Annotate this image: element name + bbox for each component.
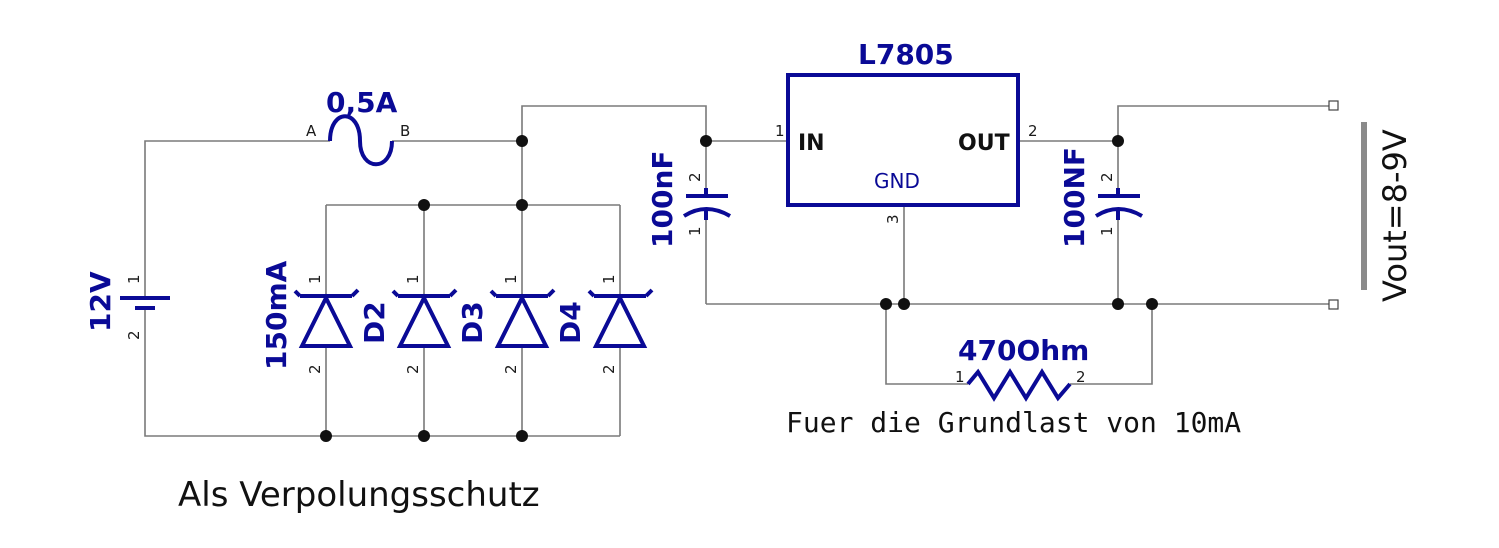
capacitor-output-pin-1: 1 (1098, 226, 1116, 236)
capacitor-output-pin-2: 2 (1098, 172, 1116, 182)
battery-pin-2: 2 (125, 330, 143, 340)
diode-2-pin-2: 2 (404, 364, 422, 374)
resistor-pin-1: 1 (955, 368, 965, 386)
diode-3-label: D3 (456, 301, 489, 344)
regulator-out-label: OUT (958, 131, 1010, 156)
capacitor-output: 100NF 2 1 (1058, 147, 1144, 248)
junction-dot (898, 298, 910, 310)
battery: 12V 1 2 (84, 270, 170, 340)
battery-value: 12V (84, 271, 117, 332)
resistor-symbol (966, 368, 1072, 402)
diode-3: D3 1 2 (456, 274, 556, 374)
fuse-pin-b: B (400, 122, 410, 140)
junction-dot (1146, 298, 1158, 310)
diode-2: D2 1 2 (358, 274, 458, 374)
diode-1: 150mA 1 2 (260, 260, 360, 374)
capacitor-input-pin-1: 1 (686, 226, 704, 236)
regulator-gnd-label: GND (874, 169, 920, 193)
resistor-pin-2: 2 (1076, 368, 1086, 386)
junction-dot (880, 298, 892, 310)
regulator-pin-gnd: 3 (884, 214, 902, 224)
regulator: L7805 IN OUT GND 1 2 3 (775, 38, 1038, 224)
output-terminals: Vout=8-9V (1328, 100, 1414, 310)
diode-2-pin-1: 1 (404, 274, 422, 284)
junction-dots (320, 135, 1158, 442)
diode-4: D4 1 2 (554, 274, 654, 374)
junction-dot (418, 430, 430, 442)
junction-dot (1112, 298, 1124, 310)
diode-2-label: D2 (358, 301, 391, 344)
diode-3-pin-1: 1 (502, 274, 520, 284)
junction-dot (516, 430, 528, 442)
diode-4-label: D4 (554, 301, 587, 344)
terminal-top (1328, 100, 1339, 111)
diode-4-pin-1: 1 (600, 274, 618, 284)
regulator-pin-in: 1 (775, 122, 785, 140)
terminal-bottom (1328, 299, 1339, 310)
diode-4-pin-2: 2 (600, 364, 618, 374)
junction-dot (418, 199, 430, 211)
fuse: 0,5A A B (306, 86, 410, 167)
junction-dot (516, 199, 528, 211)
polarity-note: Als Verpolungsschutz (178, 475, 540, 515)
diode-1-label: 150mA (260, 260, 293, 370)
junction-dot (516, 135, 528, 147)
resistor-value: 470Ohm (958, 334, 1089, 367)
capacitor-output-value: 100NF (1058, 147, 1091, 248)
capacitor-input-value: 100nF (646, 150, 679, 248)
diode-1-pin-1: 1 (306, 274, 324, 284)
regulator-name: L7805 (858, 38, 954, 71)
diode-1-pin-2: 2 (306, 364, 324, 374)
regulator-in-label: IN (798, 131, 825, 156)
capacitor-input-pin-2: 2 (686, 172, 704, 182)
fuse-symbol (328, 114, 394, 167)
junction-dot (700, 135, 712, 147)
diode-3-pin-2: 2 (502, 364, 520, 374)
junction-dot (320, 430, 332, 442)
fuse-pin-a: A (306, 122, 317, 140)
battery-pin-1: 1 (125, 274, 143, 284)
regulator-pin-out: 2 (1028, 122, 1038, 140)
junction-dot (1112, 135, 1124, 147)
capacitor-input: 100nF 2 1 (646, 150, 732, 248)
output-voltage-label: Vout=8-9V (1376, 129, 1414, 302)
fuse-value: 0,5A (326, 86, 398, 119)
resistor: 470Ohm 1 2 (955, 334, 1089, 402)
regulator-body (786, 73, 1020, 207)
load-note: Fuer die Grundlast von 10mA (786, 406, 1241, 439)
wires (144, 105, 1335, 437)
